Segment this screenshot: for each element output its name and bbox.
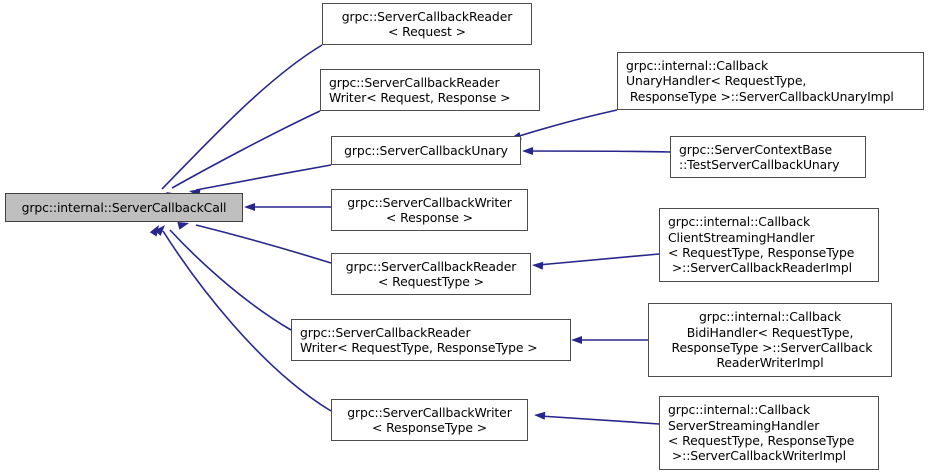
class-node-label: grpc::ServerCallbackReader Writer< Reque… xyxy=(300,324,538,355)
edge-n7-n12 xyxy=(534,411,660,425)
class-node-label: grpc::internal::Callback ClientStreaming… xyxy=(668,214,855,276)
class-node-label: grpc::internal::Callback ServerStreaming… xyxy=(668,402,855,464)
class-node-grpc-servercallbackreaderwriter-request-response[interactable]: grpc::ServerCallbackReader Writer< Reque… xyxy=(320,69,540,111)
class-node-label: grpc::internal::Callback UnaryHandler< R… xyxy=(626,57,894,104)
edge-n6-n11 xyxy=(571,336,648,344)
edge-n3-n9 xyxy=(522,147,671,155)
class-node-grpc-servercallbackwriter-responsetype[interactable]: grpc::ServerCallbackWriter < ResponseTyp… xyxy=(331,399,528,441)
edge-base-n7 xyxy=(149,225,332,412)
class-node-label: grpc::ServerCallbackWriter < Response > xyxy=(347,194,512,225)
class-node-grpc-servercontextbase-testservercallbackunary[interactable]: grpc::ServerContextBase ::TestServerCall… xyxy=(670,136,866,178)
class-node-grpc-servercallbackreaderwriter-requesttype-responsetype[interactable]: grpc::ServerCallbackReader Writer< Reque… xyxy=(291,319,571,361)
class-node-grpc-internal-callbackbidihandler-servercallbackreaderwriterimpl[interactable]: grpc::internal::Callback BidiHandler< Re… xyxy=(648,303,892,377)
class-node-grpc-servercallbackreader-requesttype[interactable]: grpc::ServerCallbackReader < RequestType… xyxy=(331,253,531,295)
class-node-label: grpc::ServerCallbackReader < Request > xyxy=(341,8,513,39)
edge-n3-n8 xyxy=(510,109,618,140)
class-node-grpc-internal-callbackunaryhandler-servercallbackunaryimpl[interactable]: grpc::internal::Callback UnaryHandler< R… xyxy=(617,52,924,110)
class-node-grpc-servercallbackwriter-response[interactable]: grpc::ServerCallbackWriter < Response > xyxy=(331,189,528,231)
edge-base-n2 xyxy=(166,110,321,201)
class-node-label: grpc::ServerCallbackWriter < ResponseTyp… xyxy=(347,404,512,435)
class-node-label: grpc::internal::Callback BidiHandler< Re… xyxy=(671,309,873,371)
edge-n5-n10 xyxy=(532,253,660,270)
class-node-grpc-internal-servercallbackcall[interactable]: grpc::internal::ServerCallbackCall xyxy=(5,193,243,222)
class-node-grpc-internal-callbackserverstreaminghandler-servercallbackwriterimpl[interactable]: grpc::internal::Callback ServerStreaming… xyxy=(659,396,879,470)
edge-base-n4 xyxy=(244,203,331,211)
class-node-grpc-internal-callbackclientstreaminghandler-servercallbackreaderimpl[interactable]: grpc::internal::Callback ClientStreaming… xyxy=(659,208,879,282)
edge-base-n1 xyxy=(156,44,323,206)
class-node-label: grpc::ServerCallbackUnary xyxy=(344,142,508,158)
edge-base-n5 xyxy=(177,221,332,264)
edge-base-n6 xyxy=(154,225,292,331)
class-node-grpc-servercallbackunary[interactable]: grpc::ServerCallbackUnary xyxy=(331,136,521,165)
class-node-label: grpc::ServerContextBase ::TestServerCall… xyxy=(679,141,840,172)
class-node-label: grpc::ServerCallbackReader < RequestType… xyxy=(345,258,517,289)
class-node-label: grpc::ServerCallbackReader Writer< Reque… xyxy=(329,74,511,105)
class-node-grpc-servercallbackreader-request[interactable]: grpc::ServerCallbackReader < Request > xyxy=(322,3,532,45)
class-node-label: grpc::internal::ServerCallbackCall xyxy=(21,199,227,215)
